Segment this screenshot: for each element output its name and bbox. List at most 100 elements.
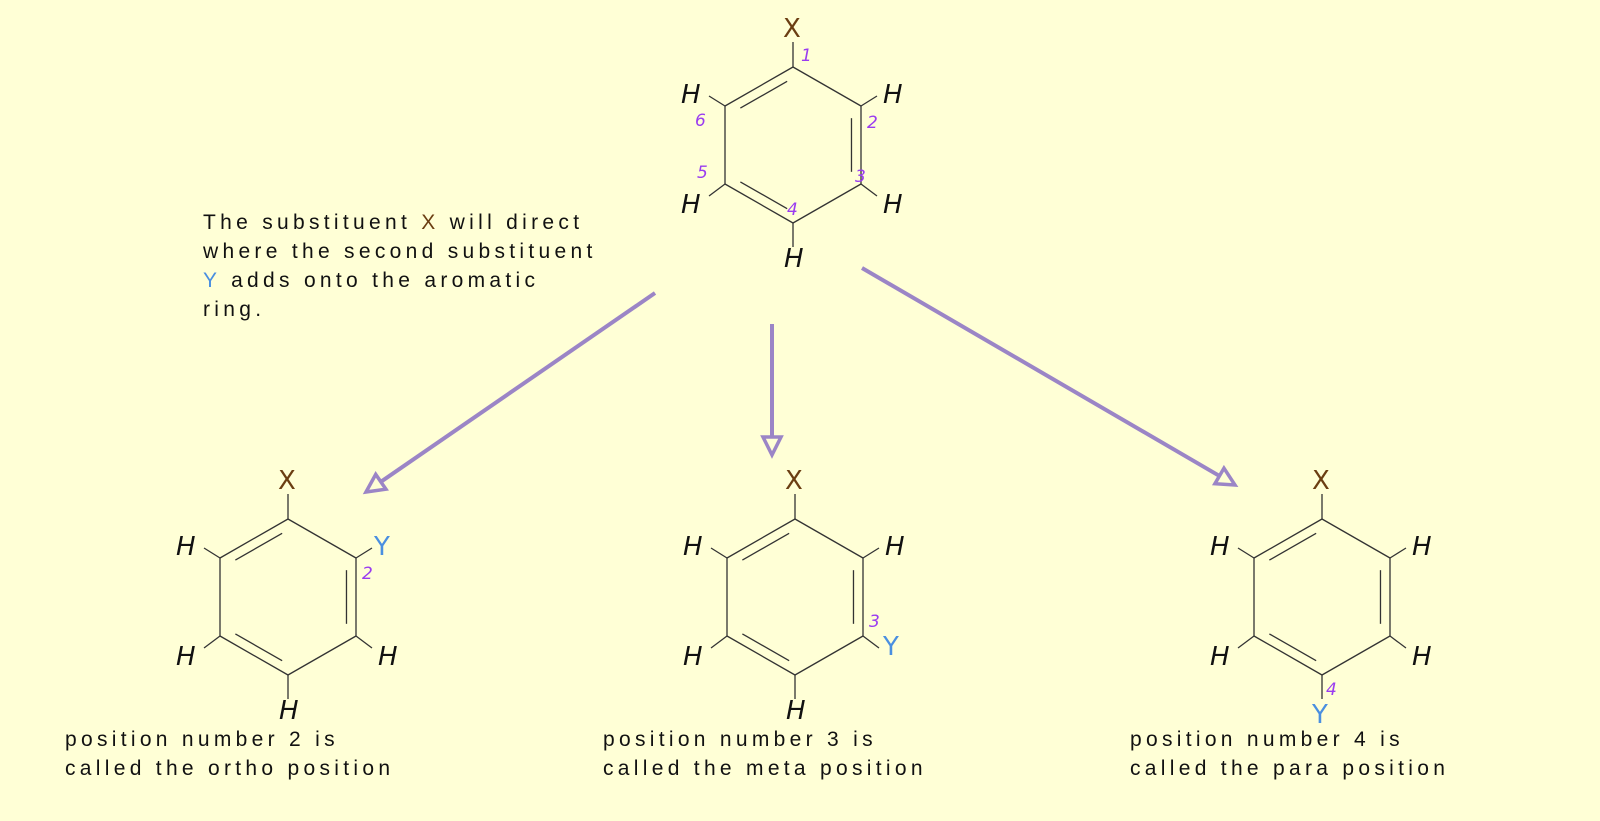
hydrogen-label: H [786, 696, 806, 726]
arrow-head-icon [362, 471, 389, 495]
intro-x: X [421, 211, 440, 234]
meta-caption: position number 3 is called the meta posi… [603, 725, 927, 783]
position-number-2: 2 [867, 113, 878, 133]
ortho-caption-line1: position number 2 is [65, 728, 339, 751]
para-caption-line1: position number 4 is [1130, 728, 1404, 751]
hydrogen-label: H [176, 642, 196, 672]
position-number-3: 3 [855, 167, 866, 187]
hydrogen-label: H [683, 532, 703, 562]
intro-text: The substituent X will direct where the … [203, 208, 597, 324]
ortho-caption: position number 2 is called the ortho pos… [65, 725, 394, 783]
position-number: 4 [1326, 680, 1337, 700]
substituent-bond [710, 547, 728, 559]
hydrogen-label: H [681, 190, 701, 220]
substituent-bond [862, 547, 880, 559]
benzene-ring-para: X H H Y4 H H [1210, 466, 1432, 730]
substituent-bond [862, 635, 880, 649]
ring-bond [726, 518, 796, 559]
double-bond-line [740, 181, 788, 210]
arrow-head-icon [1211, 464, 1239, 487]
arrow-shaft [379, 291, 657, 484]
ring-bond [1253, 518, 1323, 559]
para-caption: position number 4 is called the para posi… [1130, 725, 1449, 783]
substituent-bond [1389, 635, 1407, 649]
hydrogen-label: H [683, 642, 703, 672]
substituent-x-label: X [1312, 466, 1330, 496]
hydrogen-label: H [681, 80, 701, 110]
intro-part3: adds onto the aromatic ring. [203, 269, 540, 321]
ring-bond [792, 183, 862, 224]
substituent-bond [1389, 547, 1407, 559]
substituent-bond [1237, 547, 1255, 559]
position-number-6: 6 [695, 111, 706, 131]
arrow-to-ortho [362, 291, 657, 495]
position-number-4: 4 [787, 200, 798, 220]
arrow-to-meta [760, 324, 784, 459]
hydrogen-label: H [883, 80, 903, 110]
ring-bond [219, 518, 289, 559]
hydrogen-label: H [1412, 642, 1432, 672]
ring-bond [794, 635, 864, 676]
substituent-x-label: X [785, 466, 803, 496]
hydrogen-label: H [883, 190, 903, 220]
substituent-y-label: Y [1311, 700, 1328, 730]
ring-bond [287, 635, 357, 676]
substituent-x-label: X [278, 466, 296, 496]
hydrogen-label: H [1210, 642, 1230, 672]
hydrogen-label: H [176, 532, 196, 562]
double-bond-line [740, 80, 788, 109]
ring-bond [794, 518, 864, 559]
arrow-shaft [860, 266, 1221, 478]
position-number-1: 1 [801, 46, 812, 66]
substituent-bond [203, 635, 221, 649]
double-bond-line [235, 532, 283, 561]
substituent-y-label: Y [373, 532, 390, 562]
ring-bond [1253, 635, 1323, 676]
substituent-y-label: Y [882, 632, 899, 662]
para-caption-line2: called the para position [1130, 757, 1450, 780]
substituent-x-label: X [783, 14, 801, 44]
double-bond-line [235, 633, 283, 662]
intro-part1: The substituent [203, 211, 422, 234]
ring-bond [724, 183, 794, 224]
ortho-caption-line2: called the ortho position [65, 757, 395, 780]
position-number-5: 5 [697, 163, 708, 183]
substituent-bond [1237, 635, 1255, 649]
hydrogen-label: H [1412, 532, 1432, 562]
ring-bond [792, 66, 862, 107]
double-bond-line [1269, 633, 1317, 662]
meta-caption-line2: called the meta position [603, 757, 927, 780]
substituent-bond [860, 183, 878, 197]
double-bond-line [742, 633, 790, 662]
substituent-bond [355, 635, 373, 649]
intro-part2: will direct where the second substituent [203, 211, 597, 263]
double-bond-line [742, 532, 790, 561]
ring-bond [724, 66, 794, 107]
position-number: 3 [869, 612, 880, 632]
position-number: 2 [362, 564, 373, 584]
ring-bond [1321, 635, 1391, 676]
meta-caption-line1: position number 3 is [603, 728, 877, 751]
ring-bond [726, 635, 796, 676]
ring-bond [1321, 518, 1391, 559]
intro-y: Y [203, 269, 221, 292]
arrow-head-icon [760, 435, 784, 459]
hydrogen-label: H [378, 642, 398, 672]
substituent-bond [710, 635, 728, 649]
hydrogen-label: H [784, 244, 804, 274]
hydrogen-label: H [279, 696, 299, 726]
arrow-to-para [860, 266, 1239, 487]
hydrogen-label: H [885, 532, 905, 562]
ring-bond [219, 635, 289, 676]
substituent-bond [708, 183, 726, 197]
substituent-bond [355, 547, 373, 559]
hydrogen-label: H [1210, 532, 1230, 562]
ring-bond [287, 518, 357, 559]
substituent-bond [860, 95, 878, 107]
double-bond-line [1269, 532, 1317, 561]
